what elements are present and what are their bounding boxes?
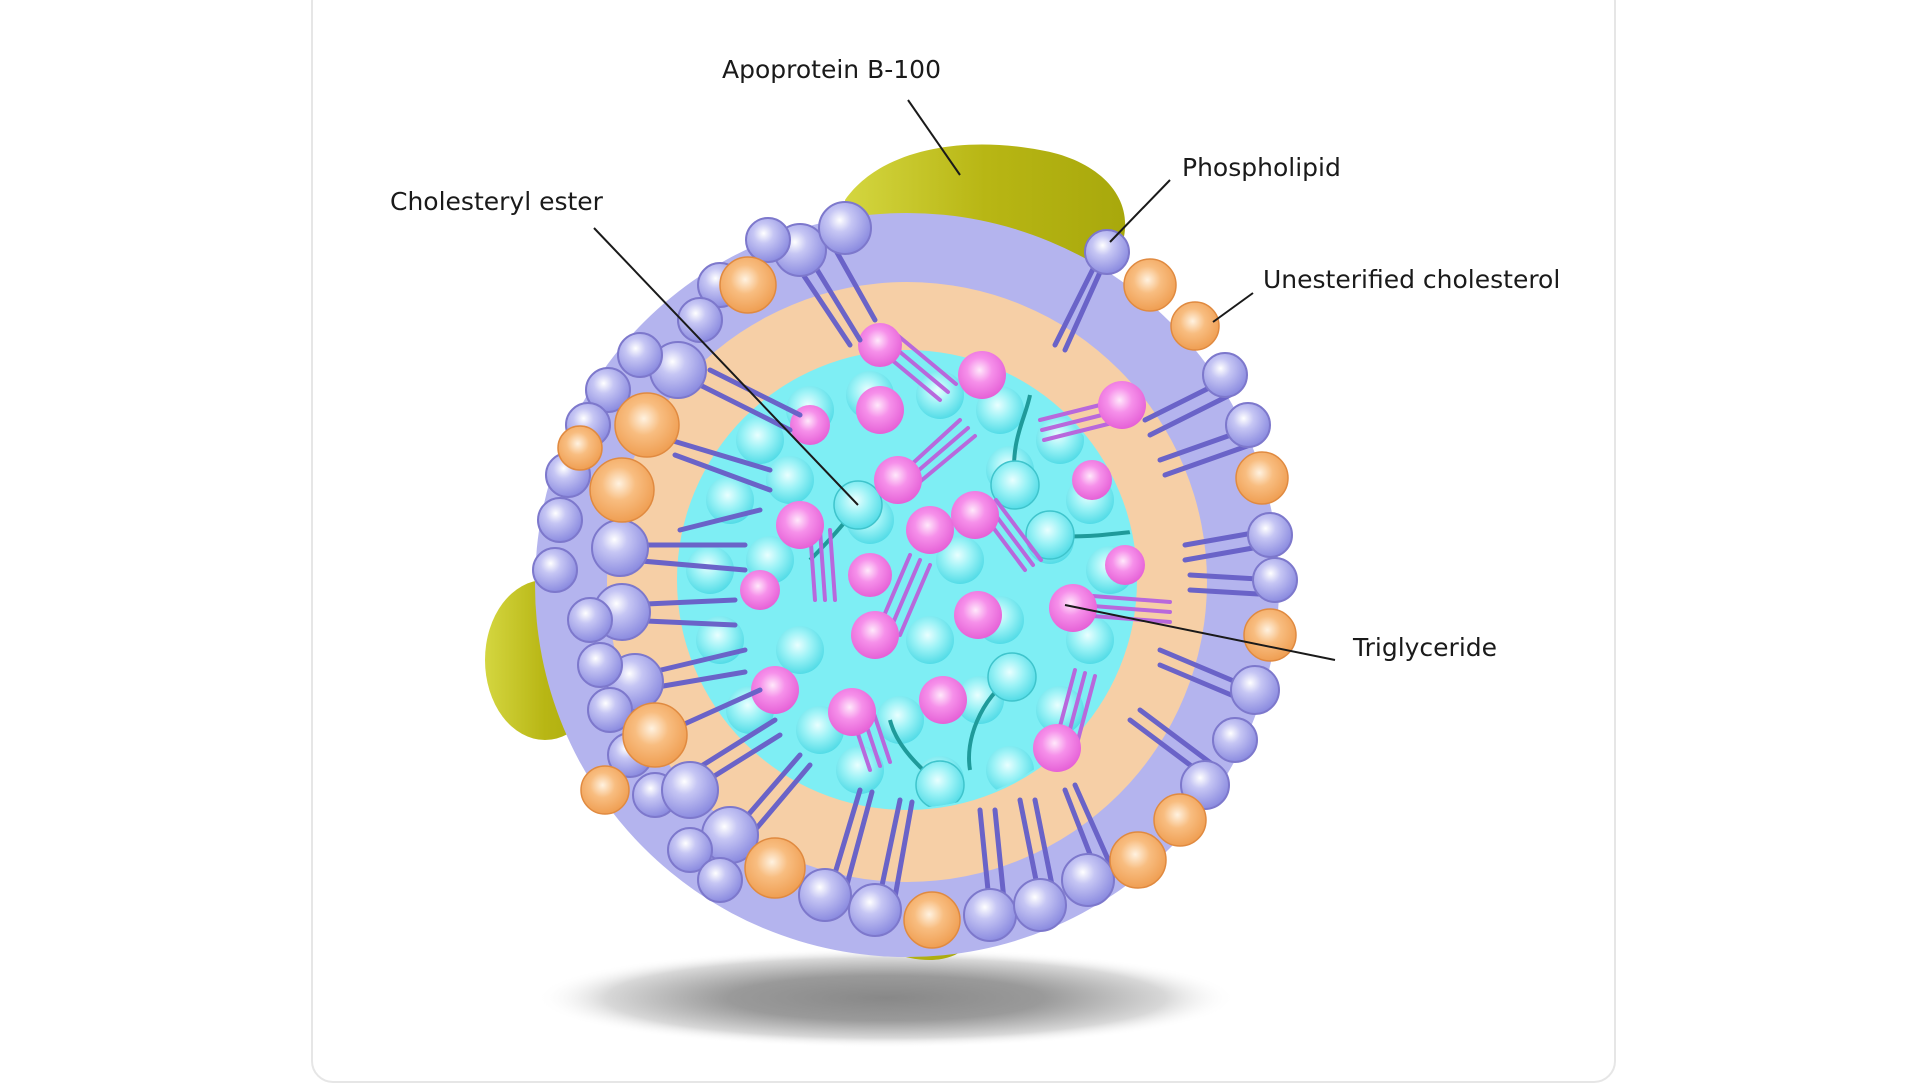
particle-shadow bbox=[536, 948, 1236, 1048]
label-phospholipid: Phospholipid bbox=[1182, 153, 1341, 182]
label-cholesteryl-ester: Cholesteryl ester bbox=[390, 187, 604, 216]
label-apoprotein-b100: Apoprotein B-100 bbox=[722, 55, 941, 84]
triglycerides bbox=[740, 323, 1172, 772]
leader-phospholipid bbox=[1109, 179, 1171, 243]
leader-cholesteryl-ester bbox=[593, 227, 859, 506]
cholesteryl-ester-spheres bbox=[686, 371, 1135, 808]
leader-unesterified-cholesterol bbox=[1212, 292, 1254, 323]
label-triglyceride: Triglyceride bbox=[1352, 633, 1497, 662]
unesterified-cholesterol-molecules bbox=[557, 256, 1297, 949]
label-unesterified-cholesterol: Unesterified cholesterol bbox=[1263, 265, 1560, 294]
leader-apoprotein bbox=[907, 99, 961, 176]
leader-triglyceride bbox=[1064, 604, 1336, 661]
phospholipid-tails bbox=[622, 237, 1278, 913]
leader-lines bbox=[593, 99, 1336, 661]
